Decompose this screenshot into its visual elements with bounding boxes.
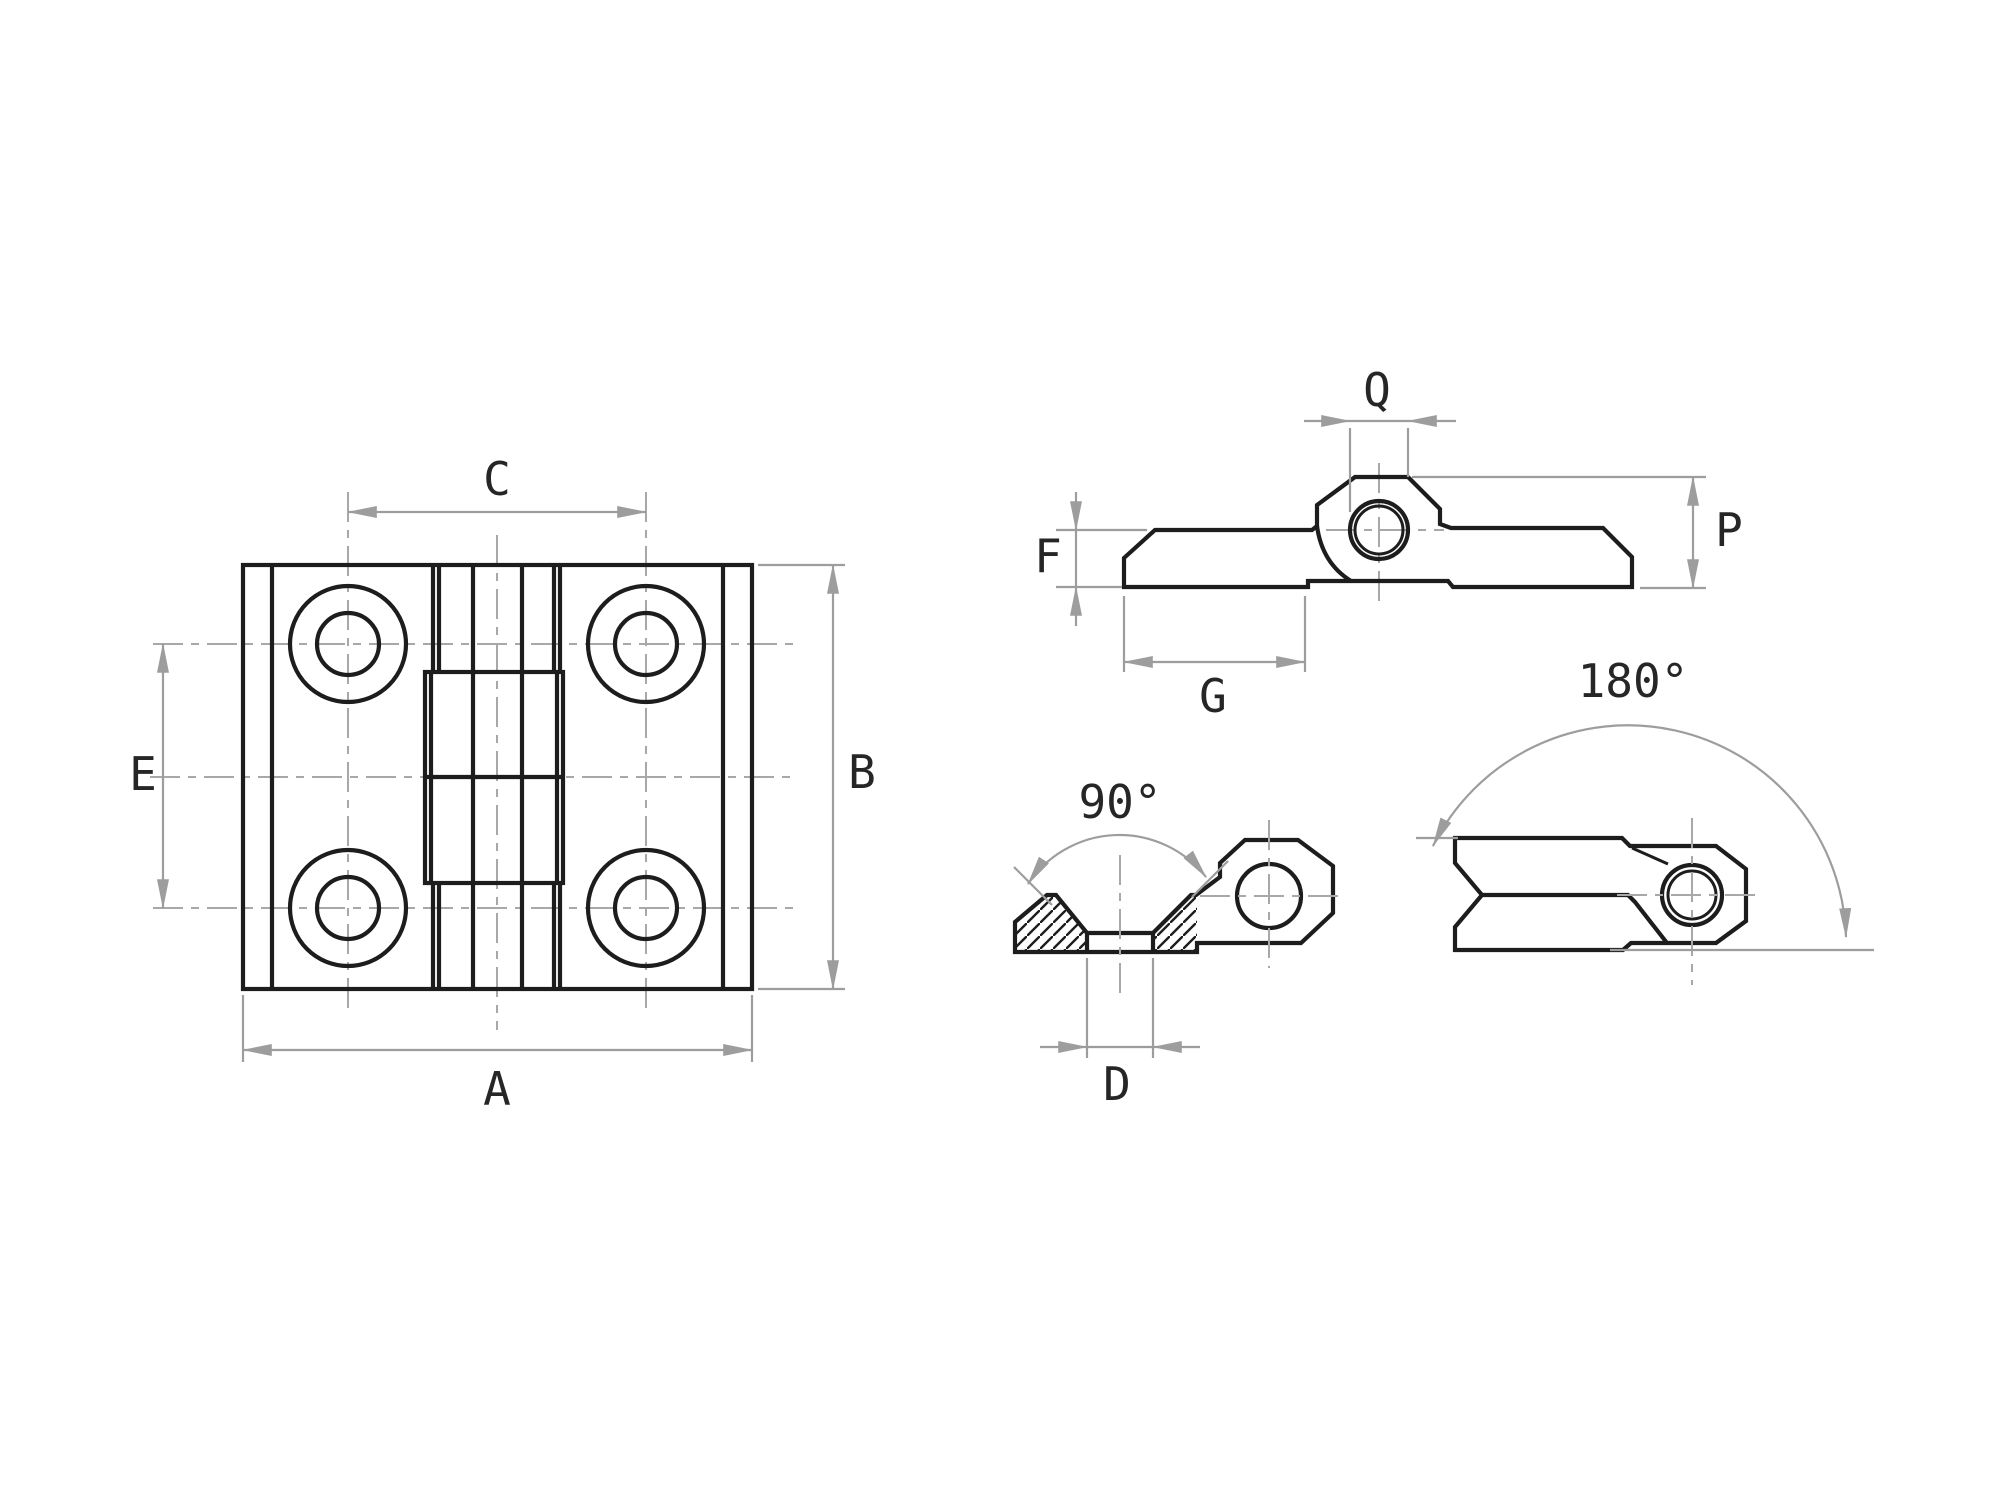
countersink-section-view: 90° D <box>1012 775 1345 1111</box>
dimension-q: Q <box>1304 363 1456 512</box>
leaf-separation-line <box>1482 892 1669 945</box>
dimension-label-f: F <box>1034 529 1062 583</box>
knuckle-bend-line <box>1631 846 1669 866</box>
dimension-label-d: D <box>1103 1057 1131 1111</box>
dimension-a: A <box>241 995 754 1116</box>
dimension-label-q: Q <box>1363 363 1391 417</box>
dimension-label-b: B <box>848 745 876 799</box>
dimension-f: F <box>1034 492 1147 626</box>
side-profile-outline <box>1121 474 1635 590</box>
front-view: C E A B <box>129 452 876 1116</box>
dimension-label-e: E <box>129 747 157 801</box>
dimension-b: B <box>758 563 876 991</box>
pin-hole-outer <box>1347 498 1411 562</box>
dimension-e: E <box>129 642 169 910</box>
knuckle-silhouette-curve <box>1314 525 1353 583</box>
knuckle-lines <box>422 565 566 989</box>
angle-180-annotation: 180° <box>1416 654 1874 952</box>
folded-open-view: 180° <box>1416 654 1874 985</box>
dimension-p: P <box>1412 475 1743 590</box>
pin-hole-inner <box>1353 504 1405 556</box>
hinge-plate-outline <box>240 562 755 992</box>
dimension-label-c: C <box>483 452 511 506</box>
dimension-g: G <box>1122 596 1307 723</box>
angle-90-annotation: 90° <box>1013 775 1229 906</box>
side-profile-view: Q F G P <box>1034 363 1743 723</box>
angle-label-180: 180° <box>1578 654 1689 708</box>
dimension-label-g: G <box>1199 669 1227 723</box>
mounting-holes <box>287 583 707 969</box>
section-hatch-right <box>1153 895 1197 952</box>
dimension-c: C <box>346 452 648 518</box>
dimension-label-a: A <box>483 1062 511 1116</box>
dimension-d: D <box>1040 958 1200 1111</box>
countersink-outline <box>1012 837 1336 955</box>
dimension-label-p: P <box>1715 503 1743 557</box>
angle-label-90: 90° <box>1078 775 1161 829</box>
